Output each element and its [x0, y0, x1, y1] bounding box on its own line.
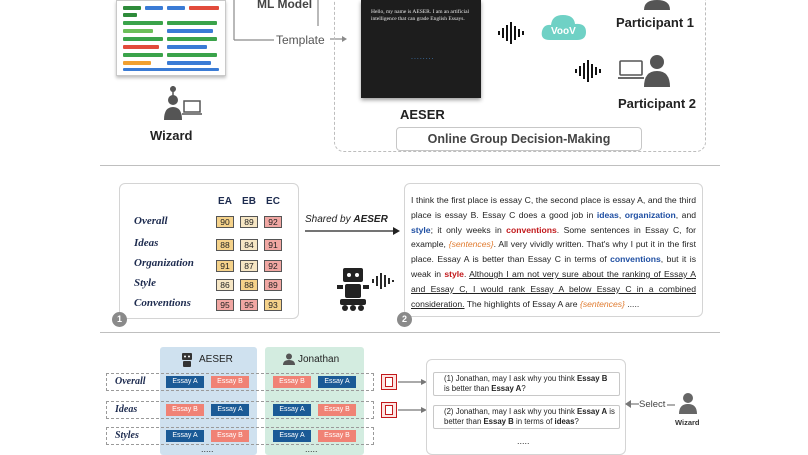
jonathan-column-title: Jonathan	[298, 354, 340, 365]
score-cell: 87	[240, 260, 258, 272]
select-dash	[667, 404, 675, 406]
wizard-label: Wizard	[150, 128, 193, 143]
divider-bottom	[100, 332, 720, 333]
score-cell: 92	[264, 216, 282, 228]
essay-pill: Essay A	[166, 430, 204, 442]
shared-arrow	[305, 227, 400, 235]
score-cell: 89	[264, 279, 282, 291]
person-icon	[283, 353, 295, 365]
aeser-label: AESER	[400, 107, 445, 122]
essay-pill: Essay A	[273, 430, 311, 442]
select-label: Select	[639, 399, 666, 410]
robot-small-icon	[182, 353, 192, 367]
aeser-column-title: AESER	[199, 354, 233, 365]
aeser-explanation-text: I think the first place is essay C, the …	[411, 195, 697, 309]
essay-pill: Essay A	[166, 376, 204, 388]
score-cell: 89	[240, 216, 258, 228]
disagreement-marker-icon	[381, 374, 397, 390]
col-header-eb: EB	[242, 196, 256, 207]
criterion-overall: Overall	[134, 215, 168, 227]
score-cell: 88	[240, 279, 258, 291]
jonathan-column-more: .....	[305, 444, 318, 454]
step-1-marker: 1	[112, 312, 127, 327]
essay-pill: Essay B	[211, 430, 249, 442]
criterion-conventions: Conventions	[134, 297, 191, 309]
wizard-interface-screenshot	[116, 0, 226, 76]
ml-model-label: ML Model	[257, 0, 313, 11]
criterion-style: Style	[134, 277, 156, 289]
sound-wave-icon-2	[575, 60, 601, 82]
group-decision-label: Online Group Decision-Making	[396, 127, 642, 151]
question-option-1[interactable]: (1) Jonathan, may I ask why you think Es…	[433, 372, 620, 396]
aeser-greeting: Hello, my name is AESER. I am an artific…	[371, 9, 470, 22]
voov-label: VooV	[551, 26, 576, 37]
disagreement-marker-icon	[381, 402, 397, 418]
ranking-row-styles	[106, 427, 374, 445]
aeser-explanation-card: I think the first place is essay C, the …	[404, 183, 703, 317]
robot-sound-wave-icon	[372, 273, 394, 289]
essay-pill: Essay B	[318, 404, 356, 416]
question-arrows	[398, 379, 427, 413]
sound-wave-icon	[498, 22, 524, 44]
question-card: (1) Jonathan, may I ask why you think Es…	[426, 359, 626, 455]
online-session-region	[334, 0, 706, 152]
question-more: .....	[517, 436, 530, 446]
ranking-row-ideas	[106, 401, 374, 419]
criterion-ideas: Ideas	[134, 237, 159, 249]
score-cell: 93	[264, 299, 282, 311]
essay-pill: Essay B	[211, 376, 249, 388]
score-cell: 90	[216, 216, 234, 228]
essay-pill: Essay A	[273, 404, 311, 416]
aeser-screen-dots: ........	[411, 54, 435, 61]
template-label: Template	[276, 33, 325, 47]
participant2-icon	[618, 55, 670, 87]
wizard-small-label: Wizard	[675, 418, 700, 427]
essay-pill: Essay B	[166, 404, 204, 416]
score-cell: 86	[216, 279, 234, 291]
row-label-overall: Overall	[115, 376, 146, 387]
essay-pill: Essay A	[318, 376, 356, 388]
score-cell: 88	[216, 239, 234, 251]
row-label-styles: Styles	[115, 430, 139, 441]
top-connector-lines	[233, 0, 347, 42]
robot-icon	[337, 268, 369, 311]
essay-pill: Essay B	[273, 376, 311, 388]
divider-top	[100, 165, 720, 166]
score-cell: 95	[216, 299, 234, 311]
criterion-organization: Organization	[134, 257, 194, 269]
aeser-column-more: .....	[201, 444, 214, 454]
wizard-icon	[164, 86, 202, 120]
essay-pill: Essay B	[318, 430, 356, 442]
question-option-2[interactable]: (2) Jonathan, may I ask why you think Es…	[433, 405, 620, 429]
aeser-screen: Hello, my name is AESER. I am an artific…	[361, 0, 481, 98]
wizard-person-icon	[679, 393, 697, 414]
shared-by-label: Shared by AESER	[305, 214, 388, 225]
step-2-marker: 2	[397, 312, 412, 327]
score-cell: 95	[240, 299, 258, 311]
participant1-label: Participant 1	[616, 15, 695, 30]
row-label-ideas: Ideas	[115, 404, 138, 415]
ranking-row-overall	[106, 373, 374, 391]
score-table-card: EA EB EC Overall 90 89 92 Ideas 88 84 91…	[119, 183, 299, 319]
score-cell: 84	[240, 239, 258, 251]
col-header-ec: EC	[266, 196, 280, 207]
score-cell: 92	[264, 260, 282, 272]
select-arrow	[625, 400, 639, 408]
score-cell: 91	[264, 239, 282, 251]
voov-cloud-icon	[541, 15, 586, 40]
participant1-icon	[644, 0, 670, 10]
essay-pill: Essay A	[211, 404, 249, 416]
participant2-label: Participant 2	[618, 96, 697, 111]
col-header-ea: EA	[218, 196, 232, 207]
score-cell: 91	[216, 260, 234, 272]
